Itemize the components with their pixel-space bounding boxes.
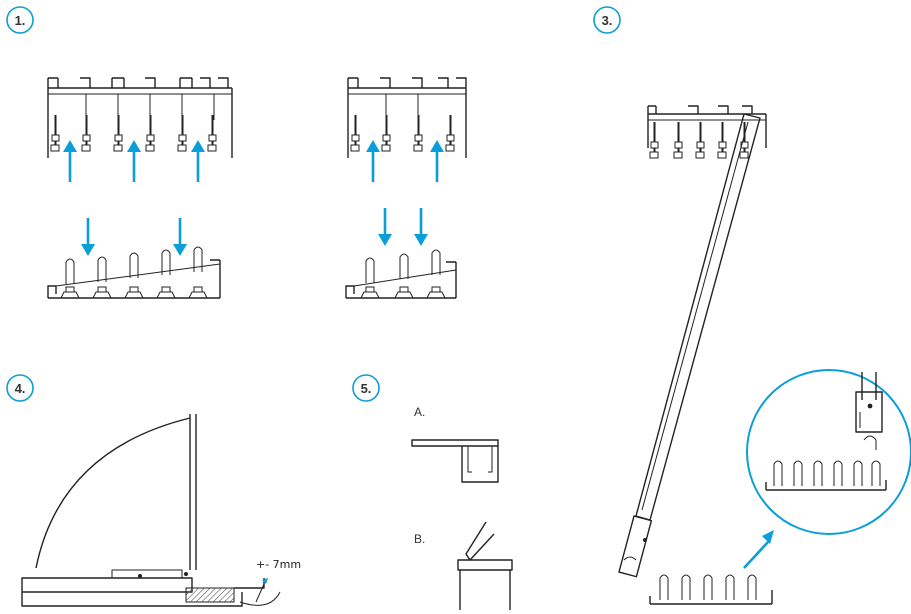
seal-profile-a <box>411 439 499 483</box>
insert-arrows-up-right <box>366 140 444 182</box>
detail-pointer-arrow <box>743 530 774 569</box>
step-badge-4: 4. <box>6 374 34 402</box>
top-profile-2-track <box>347 77 467 158</box>
threshold-profile <box>21 569 281 607</box>
bottom-profile-3-track <box>47 246 221 299</box>
seal-profile-b <box>457 521 513 610</box>
detail-zoom-circle <box>746 369 911 535</box>
step3-top-profile <box>647 105 767 159</box>
step-badge-1: 1. <box>6 6 34 34</box>
top-profile-3-track <box>47 77 233 158</box>
step-badge-5: 5. <box>352 374 380 402</box>
insert-arrows-up-left <box>63 140 205 182</box>
step-badge-3-label: 3. <box>602 13 613 28</box>
sliding-door-panel <box>618 113 761 578</box>
step-badge-4-label: 4. <box>15 381 26 396</box>
seal-option-a-label: A. <box>414 405 425 419</box>
bottom-profile-2-track <box>345 249 457 299</box>
step-badge-3: 3. <box>593 6 621 34</box>
step-badge-1-label: 1. <box>15 13 26 28</box>
seal-option-b-label: B. <box>414 532 425 546</box>
insert-arrows-down-right <box>378 208 428 246</box>
step3-bottom-profile <box>649 574 773 605</box>
insert-arrows-down-left <box>81 218 187 256</box>
door-swing-arc <box>35 414 197 570</box>
tolerance-label: +- 7mm <box>256 558 301 571</box>
step-badge-5-label: 5. <box>361 381 372 396</box>
